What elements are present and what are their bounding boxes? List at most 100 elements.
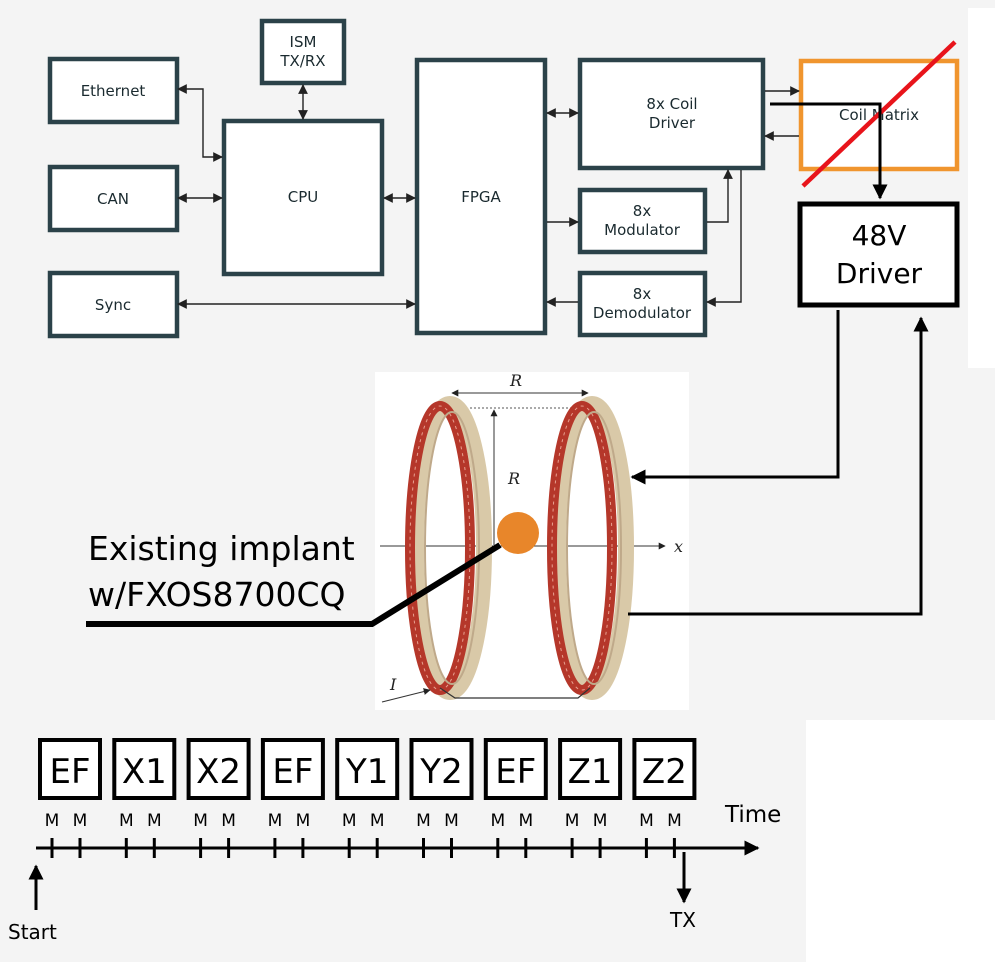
- demodulator-label-line2: Demodulator: [593, 304, 692, 322]
- measurement-marker: M: [119, 811, 134, 858]
- measurement-marker: M: [342, 811, 357, 858]
- sequence-steps: EF X1 X2 EF Y1 Y2 EF Z1 Z2: [38, 738, 697, 800]
- ethernet-label: Ethernet: [81, 82, 146, 100]
- sequence-step-label: EF: [49, 752, 90, 792]
- measurement-marker-label: M: [593, 811, 608, 831]
- measurement-marker: M: [147, 811, 162, 858]
- measurement-marker: M: [639, 811, 654, 858]
- measurement-marker-label: M: [296, 811, 311, 831]
- sequence-step-4: EF: [260, 738, 325, 800]
- measurement-marker-label: M: [444, 811, 459, 831]
- sequence-step-8: Z1: [558, 738, 623, 800]
- current-label: I: [389, 675, 397, 694]
- sequence-step-3: X2: [186, 738, 251, 800]
- sequence-step-label: X2: [196, 752, 241, 792]
- modulator-coil-driver-link: [707, 169, 733, 223]
- start-label: Start: [8, 920, 57, 944]
- sequence-step-box: [38, 738, 102, 800]
- can-label: CAN: [97, 190, 129, 208]
- sequence-step-box: [558, 738, 623, 800]
- measurement-marker-label: M: [147, 811, 162, 831]
- measurement-marker-label: M: [119, 811, 134, 831]
- measurement-marker: M: [193, 811, 208, 858]
- demodulator-block: 8x Demodulator: [577, 270, 708, 338]
- sequence-step-9: Z2: [632, 738, 697, 800]
- x-axis-label: x: [674, 537, 683, 556]
- measurement-marker-label: M: [667, 811, 682, 831]
- coil-wire-lead: [439, 687, 591, 699]
- sequence-step-box: [260, 738, 325, 800]
- helmholtz-coil-illustration: R R x I: [380, 371, 683, 703]
- measurement-marker: M: [268, 811, 283, 858]
- radius-label-top: R: [509, 371, 522, 390]
- ethernet-cpu-link: [177, 84, 223, 162]
- implant-label-line2: w/FXOS8700CQ: [88, 575, 346, 614]
- coil-driver-48v-reroute: [770, 102, 888, 200]
- driver-48v-block: 48V Driver: [797, 201, 960, 308]
- sequence-step-label: Y2: [419, 752, 462, 792]
- ism-label-line1: ISM: [290, 33, 317, 51]
- measurement-marker-label: M: [565, 811, 580, 831]
- measurement-marker: M: [667, 811, 682, 858]
- coil-driver-label-line2: Driver: [649, 114, 696, 132]
- sequence-step-2: X1: [112, 738, 177, 800]
- measurement-marker: M: [296, 811, 311, 858]
- measurement-marker-label: M: [73, 811, 88, 831]
- sequence-step-box: [632, 738, 697, 800]
- measurement-marker: M: [73, 811, 88, 858]
- measurement-marker: M: [370, 811, 385, 858]
- right-coil: [547, 396, 634, 700]
- modulator-block: 8x Modulator: [577, 187, 708, 255]
- implant-callout: Existing implant w/FXOS8700CQ: [86, 529, 502, 627]
- driver-to-coil-wire: [630, 310, 840, 485]
- implant-pointer-line: [86, 542, 502, 627]
- measurement-marker-label: M: [518, 811, 533, 831]
- current-arrow: [381, 688, 431, 703]
- ethernet-block: Ethernet: [47, 56, 180, 125]
- fpga-label: FPGA: [461, 188, 501, 206]
- sequence-step-label: Z2: [642, 752, 687, 792]
- implant-label-line1: Existing implant: [88, 529, 355, 568]
- measurement-marker-label: M: [193, 811, 208, 831]
- modulator-label-line2: Modulator: [604, 221, 681, 239]
- sequence-step-box: [186, 738, 251, 800]
- sequence-step-box: [409, 738, 474, 800]
- measurement-marker: M: [221, 811, 236, 858]
- fpga-block: FPGA: [414, 57, 548, 336]
- sequence-step-label: Y1: [345, 752, 388, 792]
- sequence-step-6: Y2: [409, 738, 474, 800]
- measurement-marker: M: [444, 811, 459, 858]
- sync-block: Sync: [47, 270, 180, 339]
- measurement-marker-label: M: [639, 811, 654, 831]
- corner-panel: [806, 720, 995, 962]
- can-block: CAN: [47, 164, 180, 233]
- measurement-marker-label: M: [416, 811, 431, 831]
- sequence-step-5: Y1: [335, 738, 400, 800]
- sequence-step-label: EF: [495, 752, 536, 792]
- measurement-marker-label: M: [221, 811, 236, 831]
- sequence-step-box: [335, 738, 400, 800]
- block-connectors: [177, 84, 888, 309]
- measurement-marker-label: M: [268, 811, 283, 831]
- measurement-marker-label: M: [45, 811, 60, 831]
- measurement-marker: M: [518, 811, 533, 858]
- sequence-step-label: Z1: [568, 752, 613, 792]
- measurement-marker: M: [490, 811, 505, 858]
- measurement-marker-label: M: [342, 811, 357, 831]
- measurement-marker: M: [45, 811, 60, 858]
- sequence-step-7: EF: [483, 738, 548, 800]
- driver-48v-label-line2: Driver: [836, 257, 923, 290]
- implant-dot: [497, 512, 539, 554]
- sync-label: Sync: [95, 296, 131, 314]
- measurement-marker: M: [416, 811, 431, 858]
- coil-driver-label-line1: 8x Coil: [646, 95, 697, 113]
- cpu-block: CPU: [221, 118, 385, 277]
- coil-to-driver-wire: [628, 316, 929, 616]
- measurement-marker: M: [593, 811, 608, 858]
- coil-driver-block: 8x Coil Driver: [577, 57, 766, 171]
- ism-block: ISM TX/RX: [259, 18, 347, 86]
- measurement-marker-label: M: [490, 811, 505, 831]
- sequence-step-label: X1: [122, 752, 167, 792]
